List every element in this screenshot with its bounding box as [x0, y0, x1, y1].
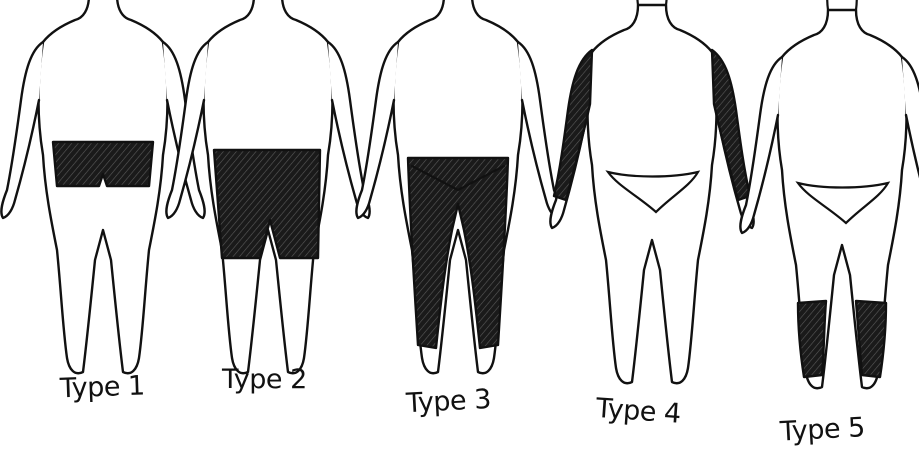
shaded-long-shorts	[214, 150, 320, 258]
caption-type-5: Type 5	[778, 412, 865, 447]
shaded-leggings	[408, 158, 508, 348]
shaded-left-calf	[798, 301, 826, 377]
caption-type-4: Type 4	[594, 393, 682, 430]
figure-type-3	[356, 0, 559, 373]
figure-type-5	[740, 0, 919, 388]
caption-type-2: Type 2	[221, 364, 307, 395]
shaded-right-calf	[856, 301, 886, 377]
caption-type-3: Type 3	[404, 384, 491, 419]
shaded-left-arm	[554, 50, 592, 200]
shaded-right-arm	[712, 50, 750, 200]
caption-type-1: Type 1	[58, 370, 145, 404]
figure-type-4	[550, 0, 753, 383]
